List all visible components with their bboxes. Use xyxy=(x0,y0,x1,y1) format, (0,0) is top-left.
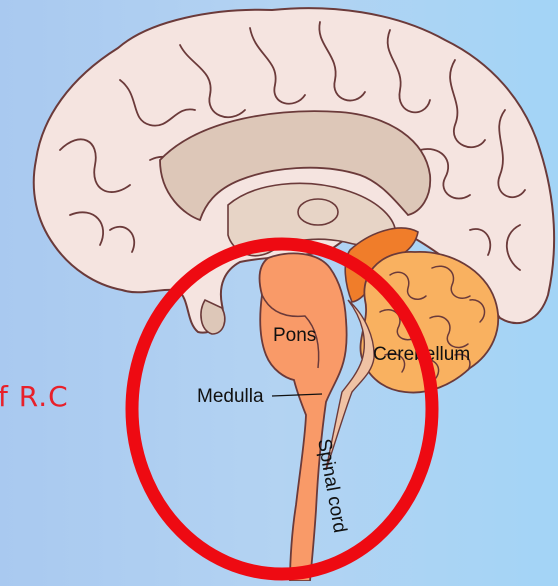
label-pons: Pons xyxy=(273,325,316,346)
label-spinal-cord: Spinal cord xyxy=(313,437,350,534)
side-annotation-text: f R.C xyxy=(0,380,69,413)
label-medulla: Medulla xyxy=(197,386,264,407)
